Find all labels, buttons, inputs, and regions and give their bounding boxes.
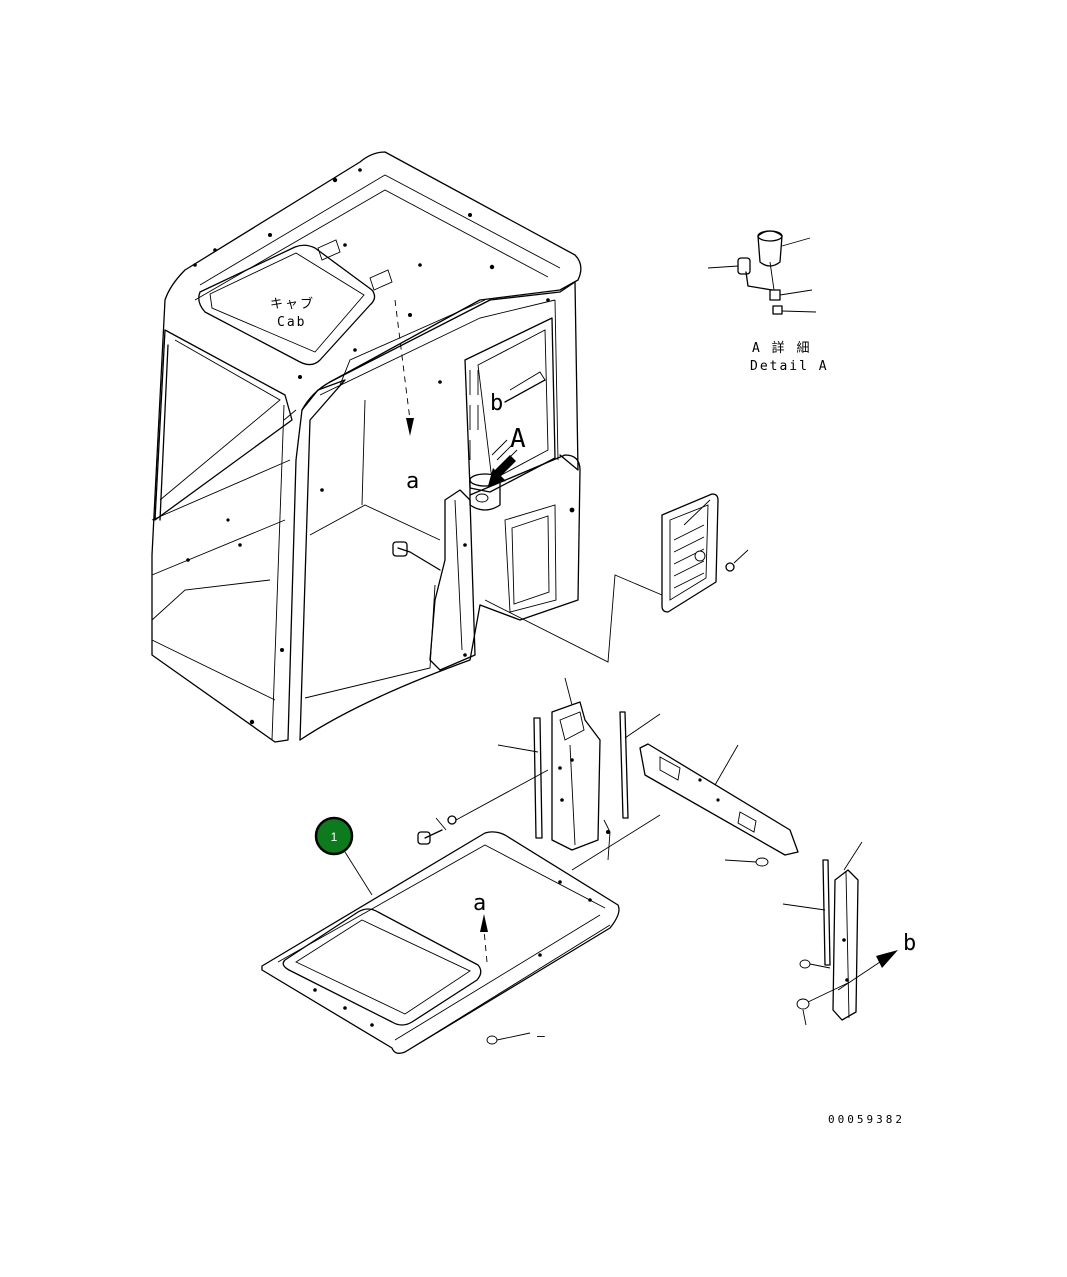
cab-fastener-dots (186, 168, 575, 725)
callout-dash: – (537, 1029, 547, 1044)
arrow-label-a-panel: a (473, 891, 486, 916)
marker-label-A: A (510, 424, 526, 454)
part-number-badge[interactable]: 1 (314, 816, 354, 856)
cab-label-jp: キャブ (270, 296, 315, 312)
pillar-parts (417, 677, 799, 871)
arrow-label-a-cab: a (406, 469, 419, 494)
detail-label-jp: A 詳 細 (752, 340, 811, 356)
rear-panel-cover (484, 493, 749, 663)
drawing-number: 00059382 (828, 1113, 905, 1126)
detail-a-parts (707, 230, 817, 315)
marker-label-b-top: b (490, 391, 503, 416)
cab-assembly (151, 151, 582, 743)
right-lower-parts (782, 841, 898, 1026)
diagram-labels: キャブ Cab A 詳 細 Detail A a A b a b – 00059… (270, 296, 916, 1126)
badge-circle[interactable] (314, 816, 354, 856)
roof-panel-part-1 (261, 831, 620, 1054)
cab-label-en: Cab (277, 315, 306, 330)
detail-label-en: Detail A (750, 359, 829, 374)
marker-label-b-right: b (903, 931, 916, 956)
badge-number: 1 (331, 830, 338, 844)
